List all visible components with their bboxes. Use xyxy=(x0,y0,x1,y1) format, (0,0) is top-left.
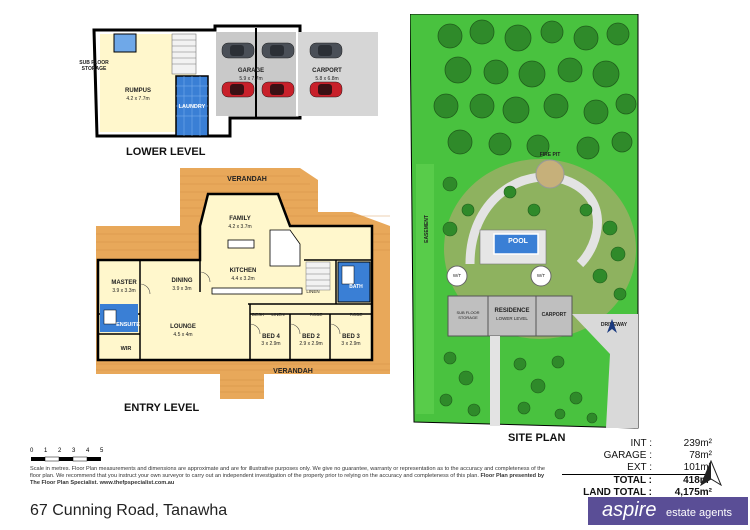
land-total-label: LAND TOTAL : xyxy=(583,487,652,498)
carport-dim: 5.8 x 6.8m xyxy=(315,76,339,82)
pool-label: POOL xyxy=(508,238,528,245)
residence-label: RESIDENCE xyxy=(494,308,530,314)
lower-level-title: LOWER LEVEL xyxy=(126,146,206,158)
entry-level-title: ENTRY LEVEL xyxy=(124,402,200,414)
bed4-label: BED 4 xyxy=(262,334,280,340)
bed3-label: BED 3 xyxy=(342,334,360,340)
kitchen-label: KITCHEN xyxy=(229,268,257,274)
north-arrow-icon xyxy=(607,319,617,333)
scale-tick: 5 xyxy=(100,448,104,454)
garage-area-label: GARAGE : xyxy=(603,450,652,461)
robe-label: ROBE xyxy=(309,312,323,317)
scale-ticks: 0 1 2 3 4 5 xyxy=(30,448,120,456)
carport-label: CARPORT xyxy=(312,68,342,74)
total-value: 418m² xyxy=(683,475,712,486)
logo-brand: aspire xyxy=(602,499,657,521)
garage-dim: 5.9 x 7.7m xyxy=(239,76,263,82)
garage-label: GARAGE xyxy=(237,68,265,74)
scale-bar: 0 1 2 3 4 5 xyxy=(30,448,120,462)
scale-tick: 1 xyxy=(44,448,48,454)
family-dim: 4.2 x 3.7m xyxy=(228,224,252,230)
master-dim: 3.9 x 3.3m xyxy=(112,288,136,294)
verandah-top-label: VERANDAH xyxy=(227,176,267,183)
area-summary: INT : 239m² GARAGE : 78m² EXT : 101m² TOTAL… xyxy=(562,438,712,499)
rumpus-label: RUMPUS xyxy=(124,88,151,94)
water-tank-label-2: W/T xyxy=(536,273,546,278)
land-total-value: 4,175m² xyxy=(674,487,712,498)
disclaimer-body: Floor Plan measurements and dimensions a… xyxy=(30,466,546,479)
property-address: 67 Cunning Road, Tanawha xyxy=(30,502,228,519)
site-plan-title: SITE PLAN xyxy=(508,432,566,444)
family-label: FAMILY xyxy=(229,216,251,222)
robe-label-2: ROBE xyxy=(349,312,363,317)
scale-tick: 2 xyxy=(58,448,62,454)
verandah-bottom-label: VERANDAH xyxy=(273,368,313,375)
water-tank-label: W/T xyxy=(452,273,462,278)
scale-tick: 3 xyxy=(72,448,76,454)
ext-value: 101m² xyxy=(683,462,712,473)
bath-label: BATH xyxy=(349,284,363,290)
int-label: INT : xyxy=(630,438,652,449)
wir-label: WIR xyxy=(120,346,132,352)
linen-label: LINEN xyxy=(306,289,320,294)
car-icon xyxy=(221,42,343,98)
site-sub-floor-label: SUB FLOOR STORAGE xyxy=(456,310,480,320)
bed2-dim: 2.9 x 2.9m xyxy=(299,341,323,347)
bed2-label: BED 2 xyxy=(302,334,320,340)
dining-dim: 3.9 x 3m xyxy=(172,286,192,292)
sub-floor-storage-label: SUB FLOOR STORAGE xyxy=(79,60,109,72)
entry-level-plan xyxy=(96,168,390,399)
fire-pit-label: FIRE PIT xyxy=(539,152,561,158)
bed3-dim: 3 x 2.9m xyxy=(341,341,361,347)
lounge-label: LOUNGE xyxy=(170,324,196,330)
scale-tick: 4 xyxy=(86,448,90,454)
garage-area-value: 78m² xyxy=(689,450,712,461)
agency-logo: aspire estate agents xyxy=(588,497,748,525)
total-label: TOTAL : xyxy=(613,475,652,486)
dining-label: DINING xyxy=(171,278,193,284)
site-plan xyxy=(410,14,639,429)
compass-icon xyxy=(700,460,722,486)
site-carport-label: CARPORT xyxy=(541,312,567,318)
ext-label: EXT : xyxy=(627,462,652,473)
master-label: MASTER xyxy=(111,280,137,286)
scale-tick: 0 xyxy=(30,448,34,454)
lower-level-plan xyxy=(92,24,378,138)
residence-sublabel: LOWER LEVEL xyxy=(496,316,528,321)
desk-label: DESK xyxy=(251,312,265,317)
linen-label-2: LINEN xyxy=(271,312,285,317)
easement-label: EASEMENT xyxy=(424,215,430,243)
bed4-dim: 3 x 2.9m xyxy=(261,341,281,347)
logo-tagline: estate agents xyxy=(666,507,733,519)
scale-caption: Scale in metres xyxy=(30,466,69,472)
disclaimer-text: Scale in metres. Floor Plan measurements… xyxy=(30,466,546,486)
laundry-label: LAUNDRY xyxy=(178,104,206,110)
int-value: 239m² xyxy=(683,438,712,449)
credit-text: Floor Plan presented by The Floor Plan S… xyxy=(30,473,545,486)
kitchen-dim: 4.4 x 3.2m xyxy=(231,276,255,282)
lounge-dim: 4.5 x 4m xyxy=(173,332,193,338)
rumpus-dim: 4.2 x 7.7m xyxy=(126,96,150,102)
ensuite-label: ENSUITE xyxy=(116,322,140,328)
